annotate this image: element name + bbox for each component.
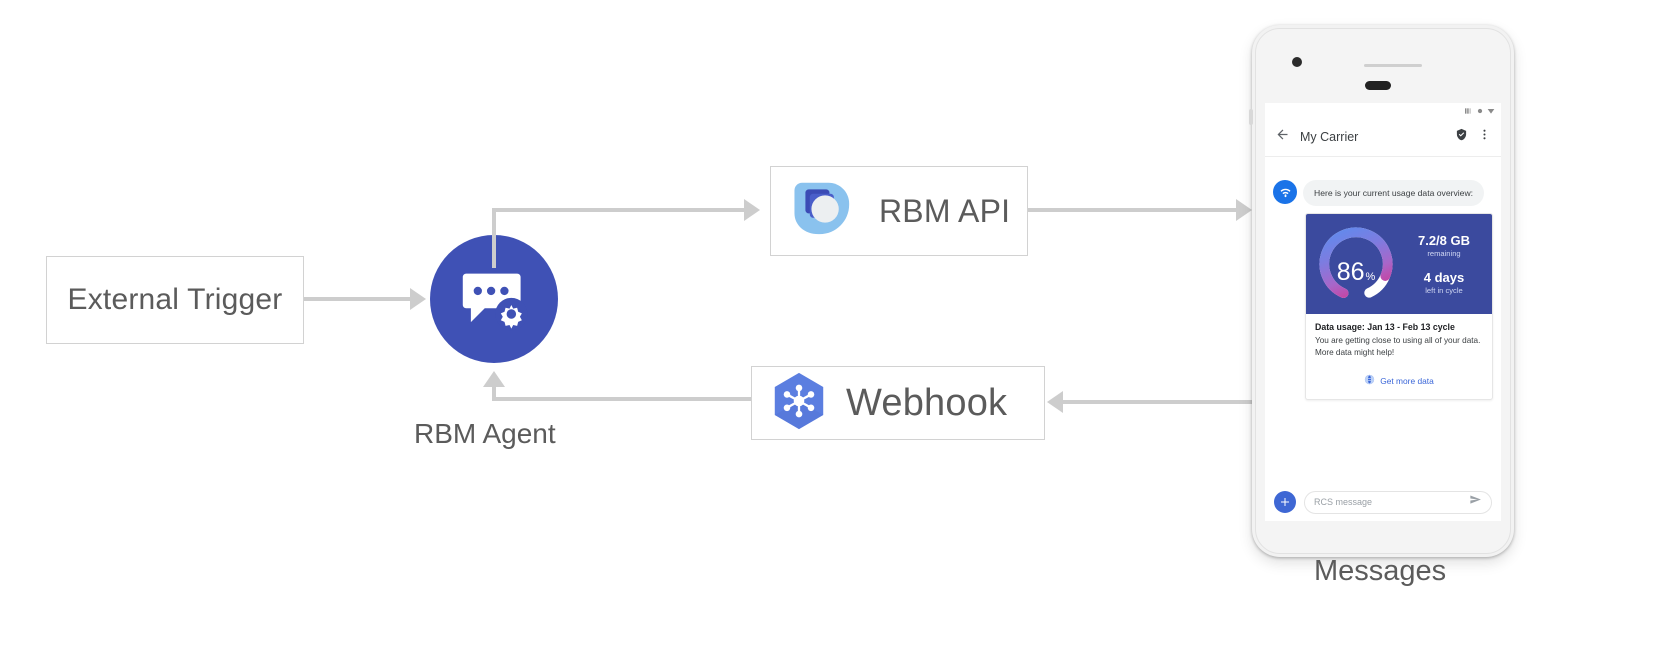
gauge-percent-symbol: % (1365, 271, 1376, 284)
arrowhead-agent-to-api (744, 199, 760, 221)
sensor-strip (1364, 64, 1422, 67)
rcs-message-input[interactable]: RCS message (1304, 490, 1492, 514)
verified-shield-icon[interactable] (1455, 128, 1468, 146)
rich-card[interactable]: 86 % 7.2/8 GB remaining 4 days lef (1305, 213, 1493, 400)
connector-webhook-to-agent (492, 397, 751, 401)
app-bar-title: My Carrier (1300, 129, 1359, 144)
phone-caption: Messages (1314, 555, 1447, 587)
webhook-label: Webhook (846, 381, 1008, 424)
message-composer: RCS message (1265, 484, 1501, 520)
rcs-message-placeholder: RCS message (1314, 497, 1373, 507)
wifi-icon (1476, 103, 1484, 120)
message-text: Here is your current usage data overview… (1314, 188, 1474, 198)
front-camera-icon (1292, 57, 1302, 67)
status-bar (1465, 105, 1495, 117)
card-body: Data usage: Jan 13 - Feb 13 cycle You ar… (1306, 314, 1492, 362)
external-trigger-node[interactable]: External Trigger (46, 256, 304, 344)
rbm-agent-caption: RBM Agent (414, 418, 556, 449)
plus-icon[interactable] (1274, 491, 1296, 513)
stat-remaining: 7.2/8 GB remaining (1417, 232, 1471, 258)
send-icon[interactable] (1469, 493, 1482, 511)
globe-icon (1364, 372, 1375, 390)
phone-screen: My Carrier (1265, 103, 1501, 521)
app-bar: My Carrier (1265, 117, 1501, 157)
stat-remaining-value: 7.2/8 GB (1417, 232, 1471, 248)
conversation-area: Here is your current usage data overview… (1265, 158, 1501, 483)
card-title: Data usage: Jan 13 - Feb 13 cycle (1315, 322, 1455, 333)
arrowhead-api-to-phone (1236, 199, 1252, 221)
stat-days-value: 4 days (1423, 269, 1465, 285)
signal-icon (1465, 103, 1473, 120)
message-row: Here is your current usage data overview… (1273, 158, 1493, 207)
rbm-api-logo (789, 174, 859, 249)
card-description: You are getting close to using all of yo… (1315, 336, 1481, 358)
gauge-center-value: 86 % (1312, 220, 1400, 308)
stat-days: 4 days left in cycle (1423, 269, 1465, 296)
get-more-data-button[interactable]: Get more data (1306, 363, 1492, 399)
connector-agent-up-from-webhook (492, 386, 496, 401)
connector-api-to-phone (1028, 208, 1240, 212)
android-nav-bar (1265, 520, 1501, 521)
chat-gear-icon (457, 262, 531, 336)
stat-days-label: left in cycle (1425, 286, 1463, 296)
data-usage-gauge-panel: 86 % 7.2/8 GB remaining 4 days lef (1306, 214, 1492, 315)
phone-device: My Carrier (1249, 25, 1514, 557)
connector-agent-up (492, 208, 496, 268)
back-arrow-icon[interactable] (1275, 127, 1290, 147)
external-trigger-label: External Trigger (67, 283, 283, 316)
gauge-percent: 86 (1336, 258, 1365, 287)
rbm-api-label: RBM API (879, 192, 1011, 229)
rbm-api-node[interactable]: RBM API (770, 166, 1028, 256)
gauge-stats: 7.2/8 GB remaining 4 days left in cycle (1400, 232, 1492, 296)
more-vert-icon[interactable] (1478, 128, 1491, 146)
side-button[interactable] (1249, 109, 1253, 125)
arrowhead-phone-to-webhook (1047, 391, 1063, 413)
message-bubble: Here is your current usage data overview… (1303, 180, 1485, 207)
battery-icon (1487, 103, 1495, 120)
usage-gauge: 86 % (1312, 220, 1400, 308)
connector-phone-to-webhook (1063, 400, 1256, 404)
stat-remaining-label: remaining (1427, 248, 1461, 258)
connector-trigger-to-agent (304, 297, 410, 301)
earpiece-speaker (1365, 81, 1391, 90)
carrier-wifi-avatar-icon (1273, 180, 1297, 204)
get-more-data-label: Get more data (1380, 375, 1434, 386)
connector-agent-to-api (492, 208, 744, 212)
arrowhead-webhook-to-agent (483, 371, 505, 387)
arrowhead-trigger-to-agent (410, 288, 426, 310)
webhook-node[interactable]: Webhook (751, 366, 1045, 440)
webhook-hexagon-icon (768, 370, 830, 437)
